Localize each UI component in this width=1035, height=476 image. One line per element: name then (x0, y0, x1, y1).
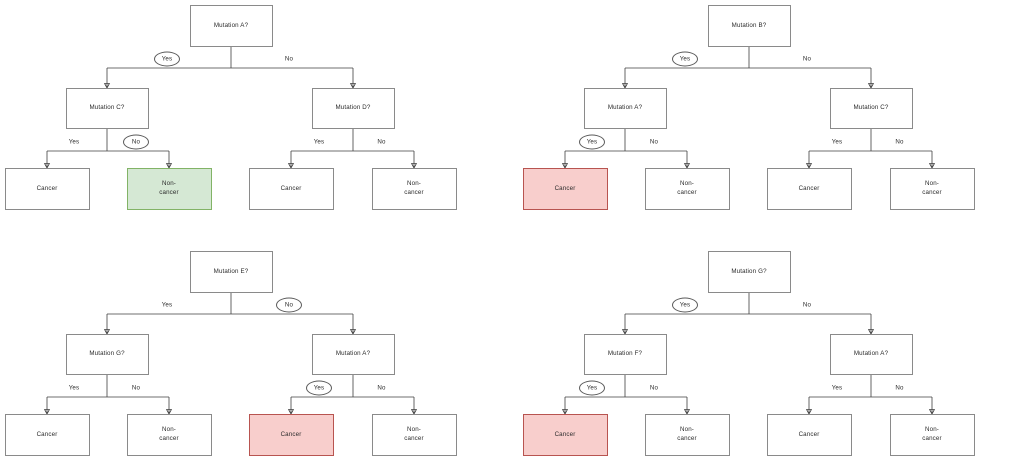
tree-connectors (561, 293, 936, 415)
arrow-right-leaf1 (805, 409, 813, 415)
edge-label-right-no: No (377, 384, 386, 392)
edge-label-root-yes: Yes (161, 301, 173, 309)
arrow-root-left (103, 329, 111, 335)
root-node[interactable]: Mutation B? (707, 5, 791, 47)
arrow-root-left (621, 83, 629, 89)
leaf-node-left-yes[interactable]: Cancer (522, 168, 608, 210)
right-decision-node[interactable]: Mutation D? (311, 88, 395, 129)
edge-label-right-yes: Yes (831, 138, 843, 146)
leaf-node-right-no[interactable]: Non- cancer (889, 414, 975, 456)
arrow-left-leaf2 (683, 409, 691, 415)
tree-top-right: Mutation B? Mutation A? Mutation C? Cancer N… (518, 0, 1035, 230)
edge-label-root-yes: Yes (679, 55, 691, 63)
root-node[interactable]: Mutation A? (189, 5, 273, 47)
arrow-right-leaf1 (287, 409, 295, 415)
arrow-right-leaf2 (928, 409, 936, 415)
tree-connectors (43, 47, 418, 169)
edge-label-right-no: No (377, 138, 386, 146)
arrow-root-right (867, 329, 875, 335)
leaf-node-right-yes[interactable]: Cancer (248, 168, 334, 210)
right-decision-node[interactable]: Mutation C? (829, 88, 913, 129)
leaf-node-left-yes[interactable]: Cancer (522, 414, 608, 456)
arrow-left-leaf2 (165, 409, 173, 415)
tree-connectors (561, 47, 936, 169)
arrow-right-leaf2 (410, 163, 418, 169)
leaf-node-left-no[interactable]: Non- cancer (644, 168, 730, 210)
right-decision-node[interactable]: Mutation A? (311, 334, 395, 375)
tree-bottom-right: Mutation G? Mutation F? Mutation A? Cancer N… (518, 246, 1035, 476)
leaf-node-right-no[interactable]: Non- cancer (371, 168, 457, 210)
left-decision-node[interactable]: Mutation A? (583, 88, 667, 129)
edge-label-left-yes: Yes (586, 138, 598, 146)
tree-bottom-left: Mutation E? Mutation G? Mutation A? Cancer N… (0, 246, 517, 476)
edge-label-root-yes: Yes (679, 301, 691, 309)
edge-label-left-no: No (649, 384, 659, 392)
edge-label-root-no: No (284, 55, 294, 63)
edge-label-right-yes: Yes (831, 384, 843, 392)
leaf-node-left-no[interactable]: Non- cancer (126, 414, 212, 456)
leaf-node-left-yes[interactable]: Cancer (4, 168, 90, 210)
arrow-left-leaf2 (683, 163, 691, 169)
edge-label-root-yes: Yes (161, 55, 173, 63)
arrow-root-right (867, 83, 875, 89)
edge-label-right-no: No (895, 138, 904, 146)
leaf-node-left-no[interactable]: Non- cancer (126, 168, 212, 210)
arrow-right-leaf2 (928, 163, 936, 169)
tree-top-left: Mutation A? Mutation C? Mutation D? Cancer N… (0, 0, 517, 230)
left-decision-node[interactable]: Mutation F? (583, 334, 667, 375)
edge-label-left-yes: Yes (68, 138, 80, 146)
edge-label-right-yes: Yes (313, 138, 325, 146)
arrow-right-leaf1 (805, 163, 813, 169)
right-decision-node[interactable]: Mutation A? (829, 334, 913, 375)
edge-label-left-yes: Yes (68, 384, 80, 392)
leaf-node-right-yes[interactable]: Cancer (766, 168, 852, 210)
arrow-left-leaf1 (43, 163, 51, 169)
arrow-right-leaf2 (410, 409, 418, 415)
leaf-node-right-no[interactable]: Non- cancer (889, 168, 975, 210)
arrow-root-left (621, 329, 629, 335)
arrow-root-left (103, 83, 111, 89)
left-decision-node[interactable]: Mutation G? (65, 334, 149, 375)
arrow-root-right (349, 83, 357, 89)
edge-label-left-no: No (131, 138, 141, 146)
arrow-left-leaf1 (561, 163, 569, 169)
arrow-root-right (349, 329, 357, 335)
edge-label-left-yes: Yes (586, 384, 598, 392)
leaf-node-left-no[interactable]: Non- cancer (644, 414, 730, 456)
edge-label-root-no: No (802, 55, 812, 63)
edge-label-root-no: No (802, 301, 812, 309)
root-node[interactable]: Mutation G? (707, 251, 791, 293)
arrow-right-leaf1 (287, 163, 295, 169)
leaf-node-right-yes[interactable]: Cancer (766, 414, 852, 456)
leaf-node-left-yes[interactable]: Cancer (4, 414, 90, 456)
edge-label-right-yes: Yes (313, 384, 325, 392)
leaf-node-right-yes[interactable]: Cancer (248, 414, 334, 456)
left-decision-node[interactable]: Mutation C? (65, 88, 149, 129)
edge-label-root-no: No (284, 301, 294, 309)
arrow-left-leaf1 (561, 409, 569, 415)
edge-label-left-no: No (649, 138, 659, 146)
root-node[interactable]: Mutation E? (189, 251, 273, 293)
arrow-left-leaf1 (43, 409, 51, 415)
tree-connectors (43, 293, 418, 415)
edge-label-right-no: No (895, 384, 904, 392)
leaf-node-right-no[interactable]: Non- cancer (371, 414, 457, 456)
edge-label-left-no: No (131, 384, 141, 392)
arrow-left-leaf2 (165, 163, 173, 169)
